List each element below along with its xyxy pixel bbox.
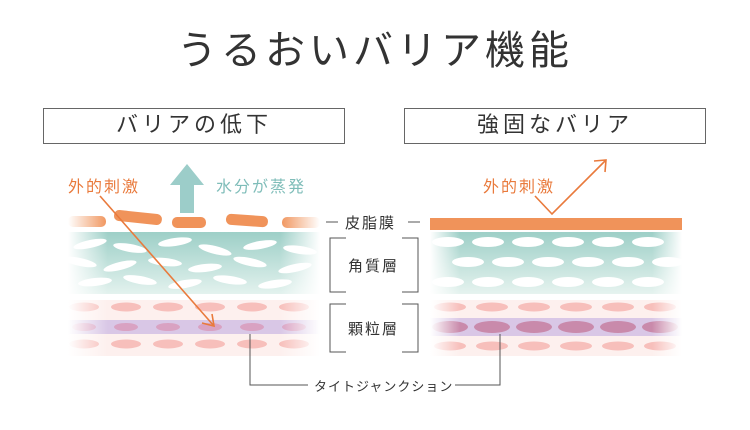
corneum-cell — [233, 256, 267, 268]
corneum-cell — [532, 257, 564, 267]
corneum-cell — [103, 260, 137, 272]
corneum-cell — [592, 277, 624, 287]
center-brackets — [249, 221, 501, 386]
corneum-cell — [243, 240, 277, 250]
corneum-cell — [472, 277, 504, 287]
granular-cell — [237, 339, 267, 349]
corneum-cell — [213, 275, 247, 285]
junction-cell — [558, 321, 594, 333]
corneum-cell — [158, 237, 192, 247]
sebum-label: 皮脂膜 — [343, 212, 399, 233]
evaporation-label: 水分が蒸発 — [216, 177, 307, 196]
corneum-cell — [188, 263, 222, 273]
corneum-cell — [512, 237, 544, 247]
granular-cell — [602, 302, 634, 312]
junction-cell — [516, 321, 552, 333]
corneum-cell — [552, 237, 584, 247]
junction-cell — [474, 321, 510, 333]
corneum-cell — [572, 257, 604, 267]
left-panel-heading: バリアの低下 — [43, 108, 345, 144]
junction-cell — [600, 321, 636, 333]
granular-cell — [195, 339, 225, 349]
granular-cell — [111, 339, 141, 349]
right-stimulus-label: 外的刺激 — [483, 177, 556, 196]
left-stimulus-label: 外的刺激 — [68, 177, 141, 196]
granular-cell — [153, 339, 183, 349]
corneum-cell — [512, 277, 544, 287]
granular-cell — [518, 341, 550, 351]
granular-cell — [195, 302, 225, 312]
junction-cell — [198, 323, 222, 331]
granular-cell — [560, 341, 592, 351]
granular-cell — [476, 341, 508, 351]
granular-cell — [111, 302, 141, 312]
corneum-cell — [552, 277, 584, 287]
stratum-corneum-label: 角質層 — [346, 255, 402, 276]
right-sebum-film — [430, 218, 682, 230]
stratum-granulosum-label: 顆粒層 — [346, 318, 402, 339]
left-skin-layers — [63, 210, 320, 360]
corneum-cell — [168, 279, 202, 289]
junction-cell — [240, 323, 264, 331]
corneum-cell — [612, 257, 644, 267]
junction-cell — [156, 323, 180, 331]
right-panel-heading: 強固なバリア — [404, 108, 706, 144]
page-title: うるおいバリア機能 — [177, 28, 573, 74]
granular-cell — [476, 302, 508, 312]
evaporation-arrow — [170, 164, 204, 213]
corneum-cell — [123, 275, 157, 285]
right-stimulus-arrow — [534, 159, 607, 216]
corneum-cell — [472, 237, 504, 247]
granular-cell — [560, 302, 592, 312]
granular-cell — [153, 302, 183, 312]
junction-cell — [114, 323, 138, 331]
tight-junction-label: タイトジャンクション — [312, 376, 456, 395]
corneum-cell — [198, 244, 232, 256]
corneum-cell — [492, 257, 524, 267]
granular-cell — [602, 341, 634, 351]
corneum-cell — [113, 243, 147, 253]
granular-cell — [237, 302, 267, 312]
right-skin-layers — [430, 218, 684, 356]
corneum-cell — [592, 237, 624, 247]
granular-cell — [518, 302, 550, 312]
left-stimulus-arrow — [99, 195, 215, 328]
